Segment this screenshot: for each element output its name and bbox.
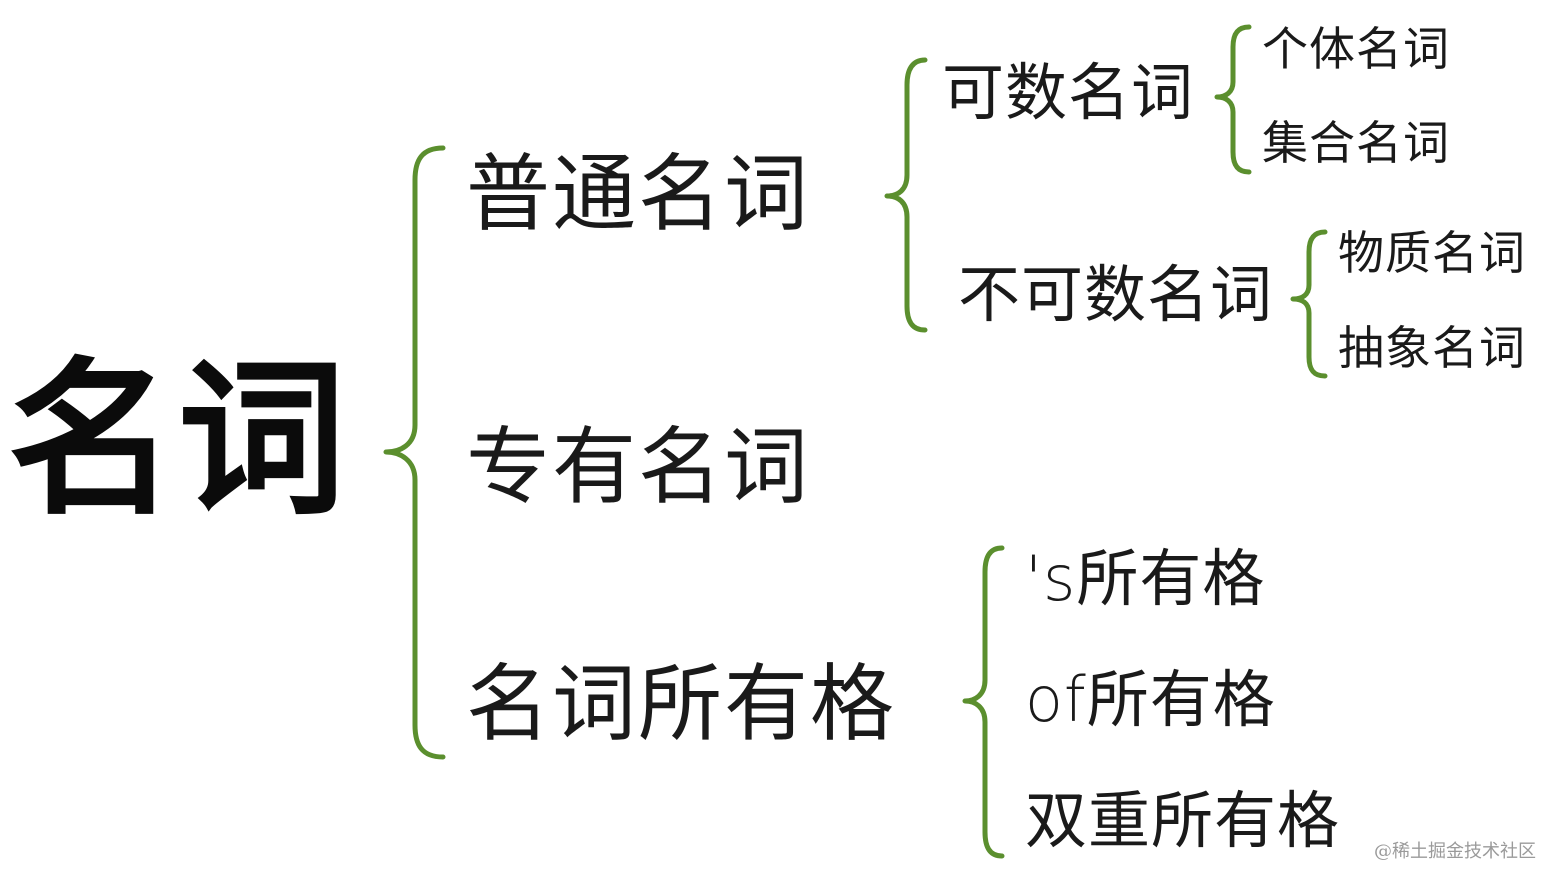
double-possessive-node: 双重所有格: [1025, 784, 1341, 857]
proper-noun-node: 专有名词: [466, 418, 811, 516]
watermark: @稀土掘金技术社区: [1374, 841, 1536, 862]
uncountable-noun-node: 不可数名词: [958, 258, 1274, 331]
possessive-bracket: [962, 545, 1005, 859]
common-noun-bracket: [884, 57, 928, 333]
countable-noun-node: 可数名词: [942, 56, 1195, 129]
of-possessive-node: of所有格: [1025, 663, 1276, 736]
abstract-noun-node: 抽象名词: [1338, 321, 1526, 375]
noun-possessive-node: 名词所有格: [466, 655, 897, 753]
collective-noun-node: 集合名词: [1262, 116, 1450, 170]
uncountable-bracket: [1290, 229, 1328, 379]
common-noun-node: 普通名词: [466, 145, 811, 243]
individual-noun-node: 个体名词: [1262, 22, 1450, 76]
material-noun-node: 物质名词: [1338, 226, 1526, 280]
root-bracket: [383, 145, 446, 760]
root-node: 名词: [8, 340, 348, 538]
s-possessive-node: 's所有格: [1025, 542, 1266, 615]
countable-bracket: [1214, 24, 1252, 175]
